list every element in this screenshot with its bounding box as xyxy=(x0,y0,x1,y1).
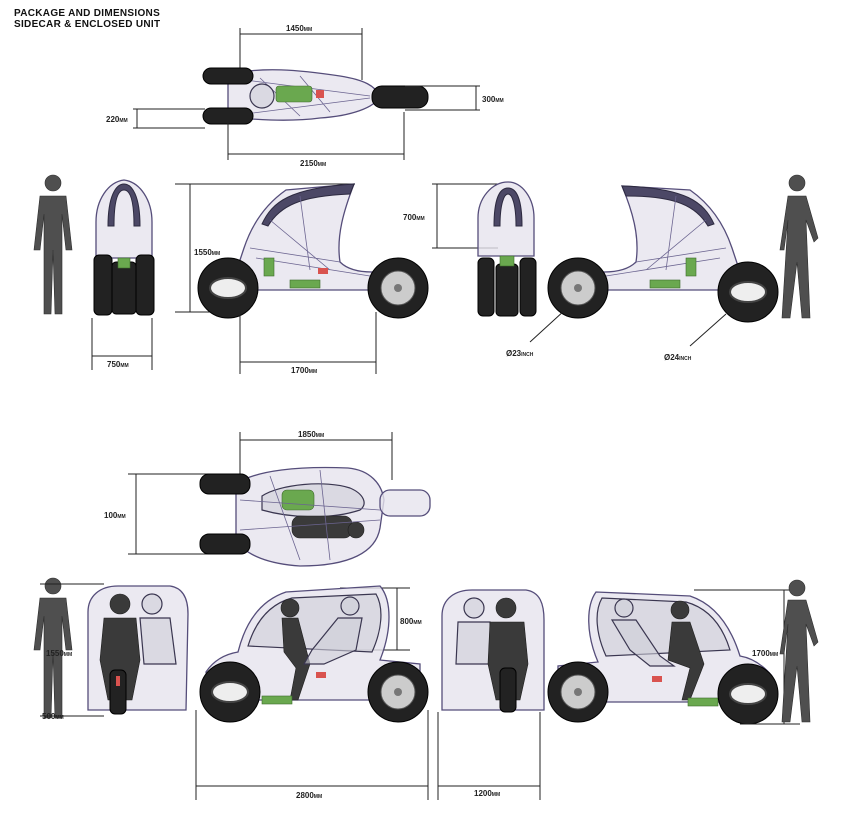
side-view-sidecar: 1550MM 1700MM xyxy=(175,183,429,375)
dim-enc-rear-width: 1200MM xyxy=(474,789,500,798)
rear-view-sidecar: 700MM xyxy=(403,181,537,317)
dim-wheel-front: Ø23INCH xyxy=(506,349,534,358)
person-figure-right xyxy=(779,174,819,319)
title-line-2: SIDECAR & ENCLOSED UNIT xyxy=(14,19,161,30)
dim-side-height: 1550MM xyxy=(194,248,220,257)
person-figure-enclosed-right: 1700MM xyxy=(694,579,819,725)
dim-enc-top-offset: 100MM xyxy=(104,511,126,520)
dim-side-wheelbase: 1700MM xyxy=(291,366,317,375)
person-figure-left xyxy=(33,174,73,315)
title-line-1: PACKAGE AND DIMENSIONS xyxy=(14,8,161,19)
dim-top-length: 2150MM xyxy=(300,159,326,168)
dim-enc-person-height: 1700MM xyxy=(752,649,778,658)
dim-enc-front-height: 1550MM xyxy=(46,649,72,658)
front-view-enclosed xyxy=(87,585,189,715)
dim-top-height: 300MM xyxy=(482,95,504,104)
dim-enc-side-height: 800MM xyxy=(400,617,422,626)
dim-enc-length: 2800MM xyxy=(296,791,322,800)
front-view-sidecar: 750MM xyxy=(91,179,155,370)
dim-front-width: 750MM xyxy=(107,360,129,369)
top-view-sidecar: 1450MM 220MM 300MM 2150MM xyxy=(106,24,504,168)
dim-enc-top-width: 1850MM xyxy=(298,430,324,439)
side-view-sidecar-mirrored: Ø23INCH Ø24INCH xyxy=(506,185,779,362)
page-title: PACKAGE AND DIMENSIONS SIDECAR & ENCLOSE… xyxy=(14,8,160,30)
dim-top-width: 1450MM xyxy=(286,24,312,33)
dim-top-offset: 220MM xyxy=(106,115,128,124)
dim-enc-front-small: 500MM xyxy=(42,712,64,721)
side-view-enclosed-mirrored xyxy=(547,591,779,725)
dim-rear-height: 700MM xyxy=(403,213,425,222)
dim-wheel-rear: Ø24INCH xyxy=(664,353,692,362)
person-figure-enclosed-left: 1550MM 500MM xyxy=(33,577,104,721)
rear-view-enclosed: 1200MM xyxy=(437,589,545,800)
side-view-enclosed: 800MM 2800MM xyxy=(195,585,429,800)
top-view-enclosed: 1850MM 100MM xyxy=(104,430,431,567)
